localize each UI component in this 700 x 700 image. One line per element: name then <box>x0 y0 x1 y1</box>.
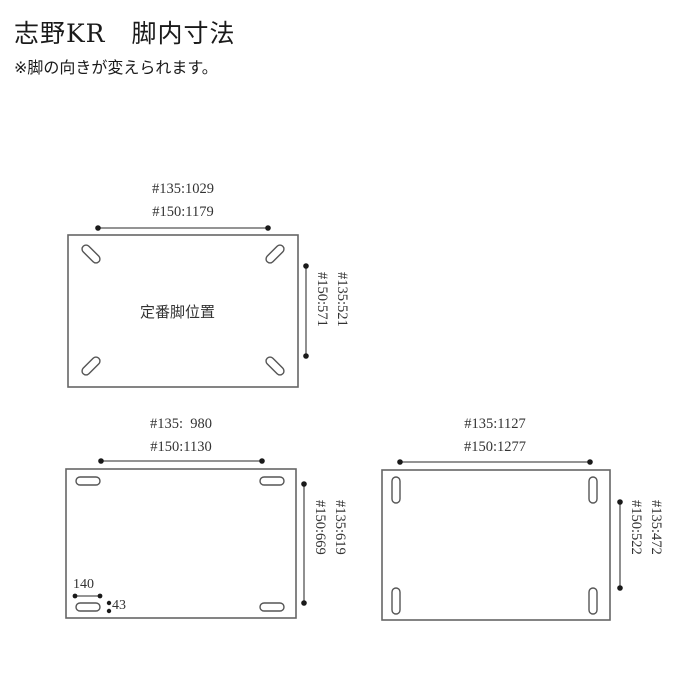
slot-height-label: 43 <box>112 598 126 613</box>
depth-label: #135:619 #150:669 <box>312 500 348 555</box>
leg-direction-note: ※脚の向きが変えられます。 <box>14 58 218 77</box>
table-top-outline <box>381 469 611 621</box>
slot-width-label: 140 <box>73 577 94 592</box>
leg-slot-top-left <box>81 244 101 264</box>
table-top-outline <box>65 468 297 619</box>
width-label: #135:1029 #150:1179 <box>151 181 215 220</box>
standard-position-label: 定番脚位置 <box>140 303 216 321</box>
leg-slot-bottom-left <box>391 587 401 615</box>
width-label: #135:1127 #150:1277 <box>463 416 527 455</box>
leg-slot-top-right <box>265 244 285 264</box>
leg-slot-bottom-right <box>259 602 285 612</box>
diagram-horizontal <box>65 458 307 619</box>
leg-slot-top-right <box>259 476 285 486</box>
leg-slot-top-left <box>75 476 101 486</box>
leg-slot-bottom-right <box>265 356 285 376</box>
width-label: #135: 980 #150:1130 <box>149 416 213 455</box>
slot-height-dimension <box>106 600 112 606</box>
leg-slot-top-right <box>588 476 598 504</box>
leg-slot-bottom-left <box>81 356 101 376</box>
diagram-standard <box>67 225 309 388</box>
diagram-vertical <box>381 459 623 621</box>
leg-slot-bottom-left <box>75 602 101 612</box>
depth-label: #135:472 #150:522 <box>628 500 664 555</box>
table-top-outline <box>67 234 299 388</box>
page-title: 志野KR 脚内寸法 <box>14 19 236 48</box>
leg-slot-bottom-right <box>588 587 598 615</box>
leg-slot-top-left <box>391 476 401 504</box>
depth-label: #135:521 #150:571 <box>314 272 350 327</box>
